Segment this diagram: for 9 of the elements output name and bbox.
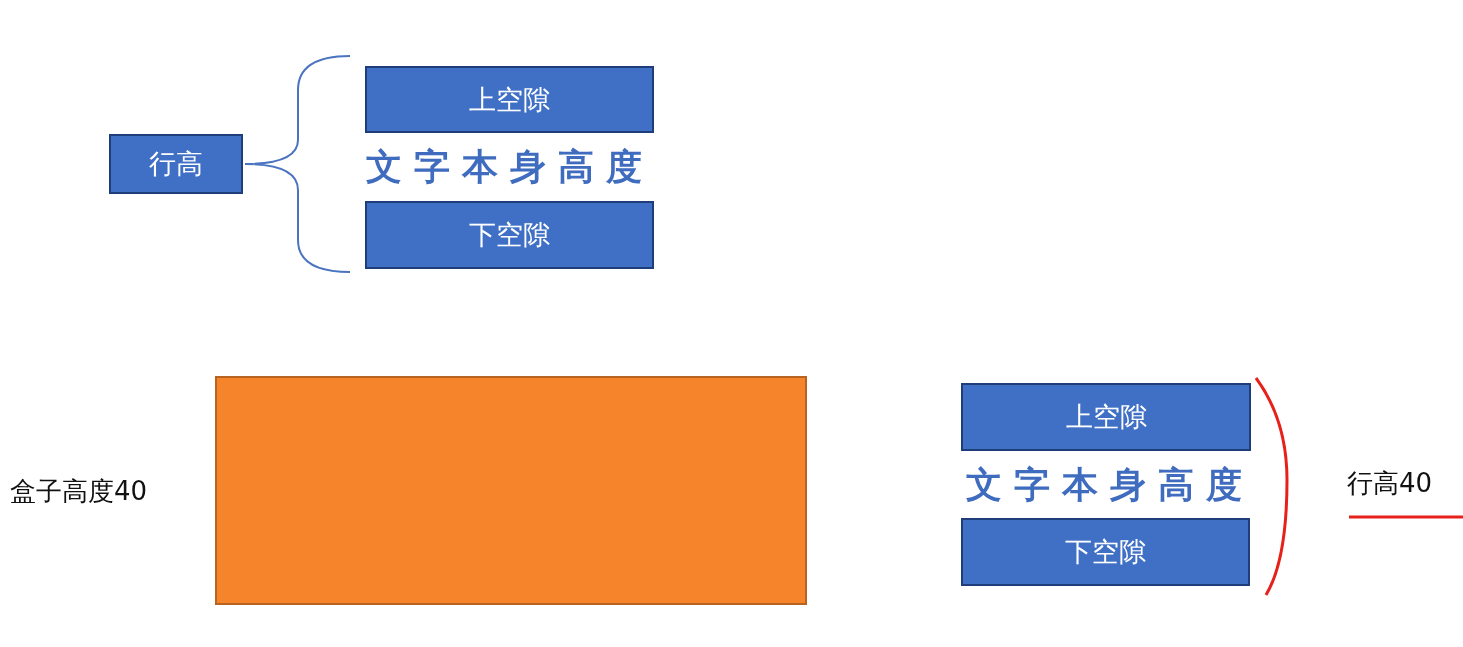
- height-label: 盒子高度40: [10, 475, 148, 508]
- caption-text: 文字本身高度: [366, 143, 654, 189]
- text-box: 上空隙: [365, 66, 654, 133]
- text-box: 上空隙: [961, 383, 1251, 451]
- text-box: 行高: [109, 134, 243, 194]
- caption-text: 文字本身高度: [966, 461, 1254, 507]
- text-box: 下空隙: [961, 518, 1250, 586]
- text-box: 下空隙: [365, 201, 654, 269]
- line-height-label: 行高40: [1347, 467, 1433, 500]
